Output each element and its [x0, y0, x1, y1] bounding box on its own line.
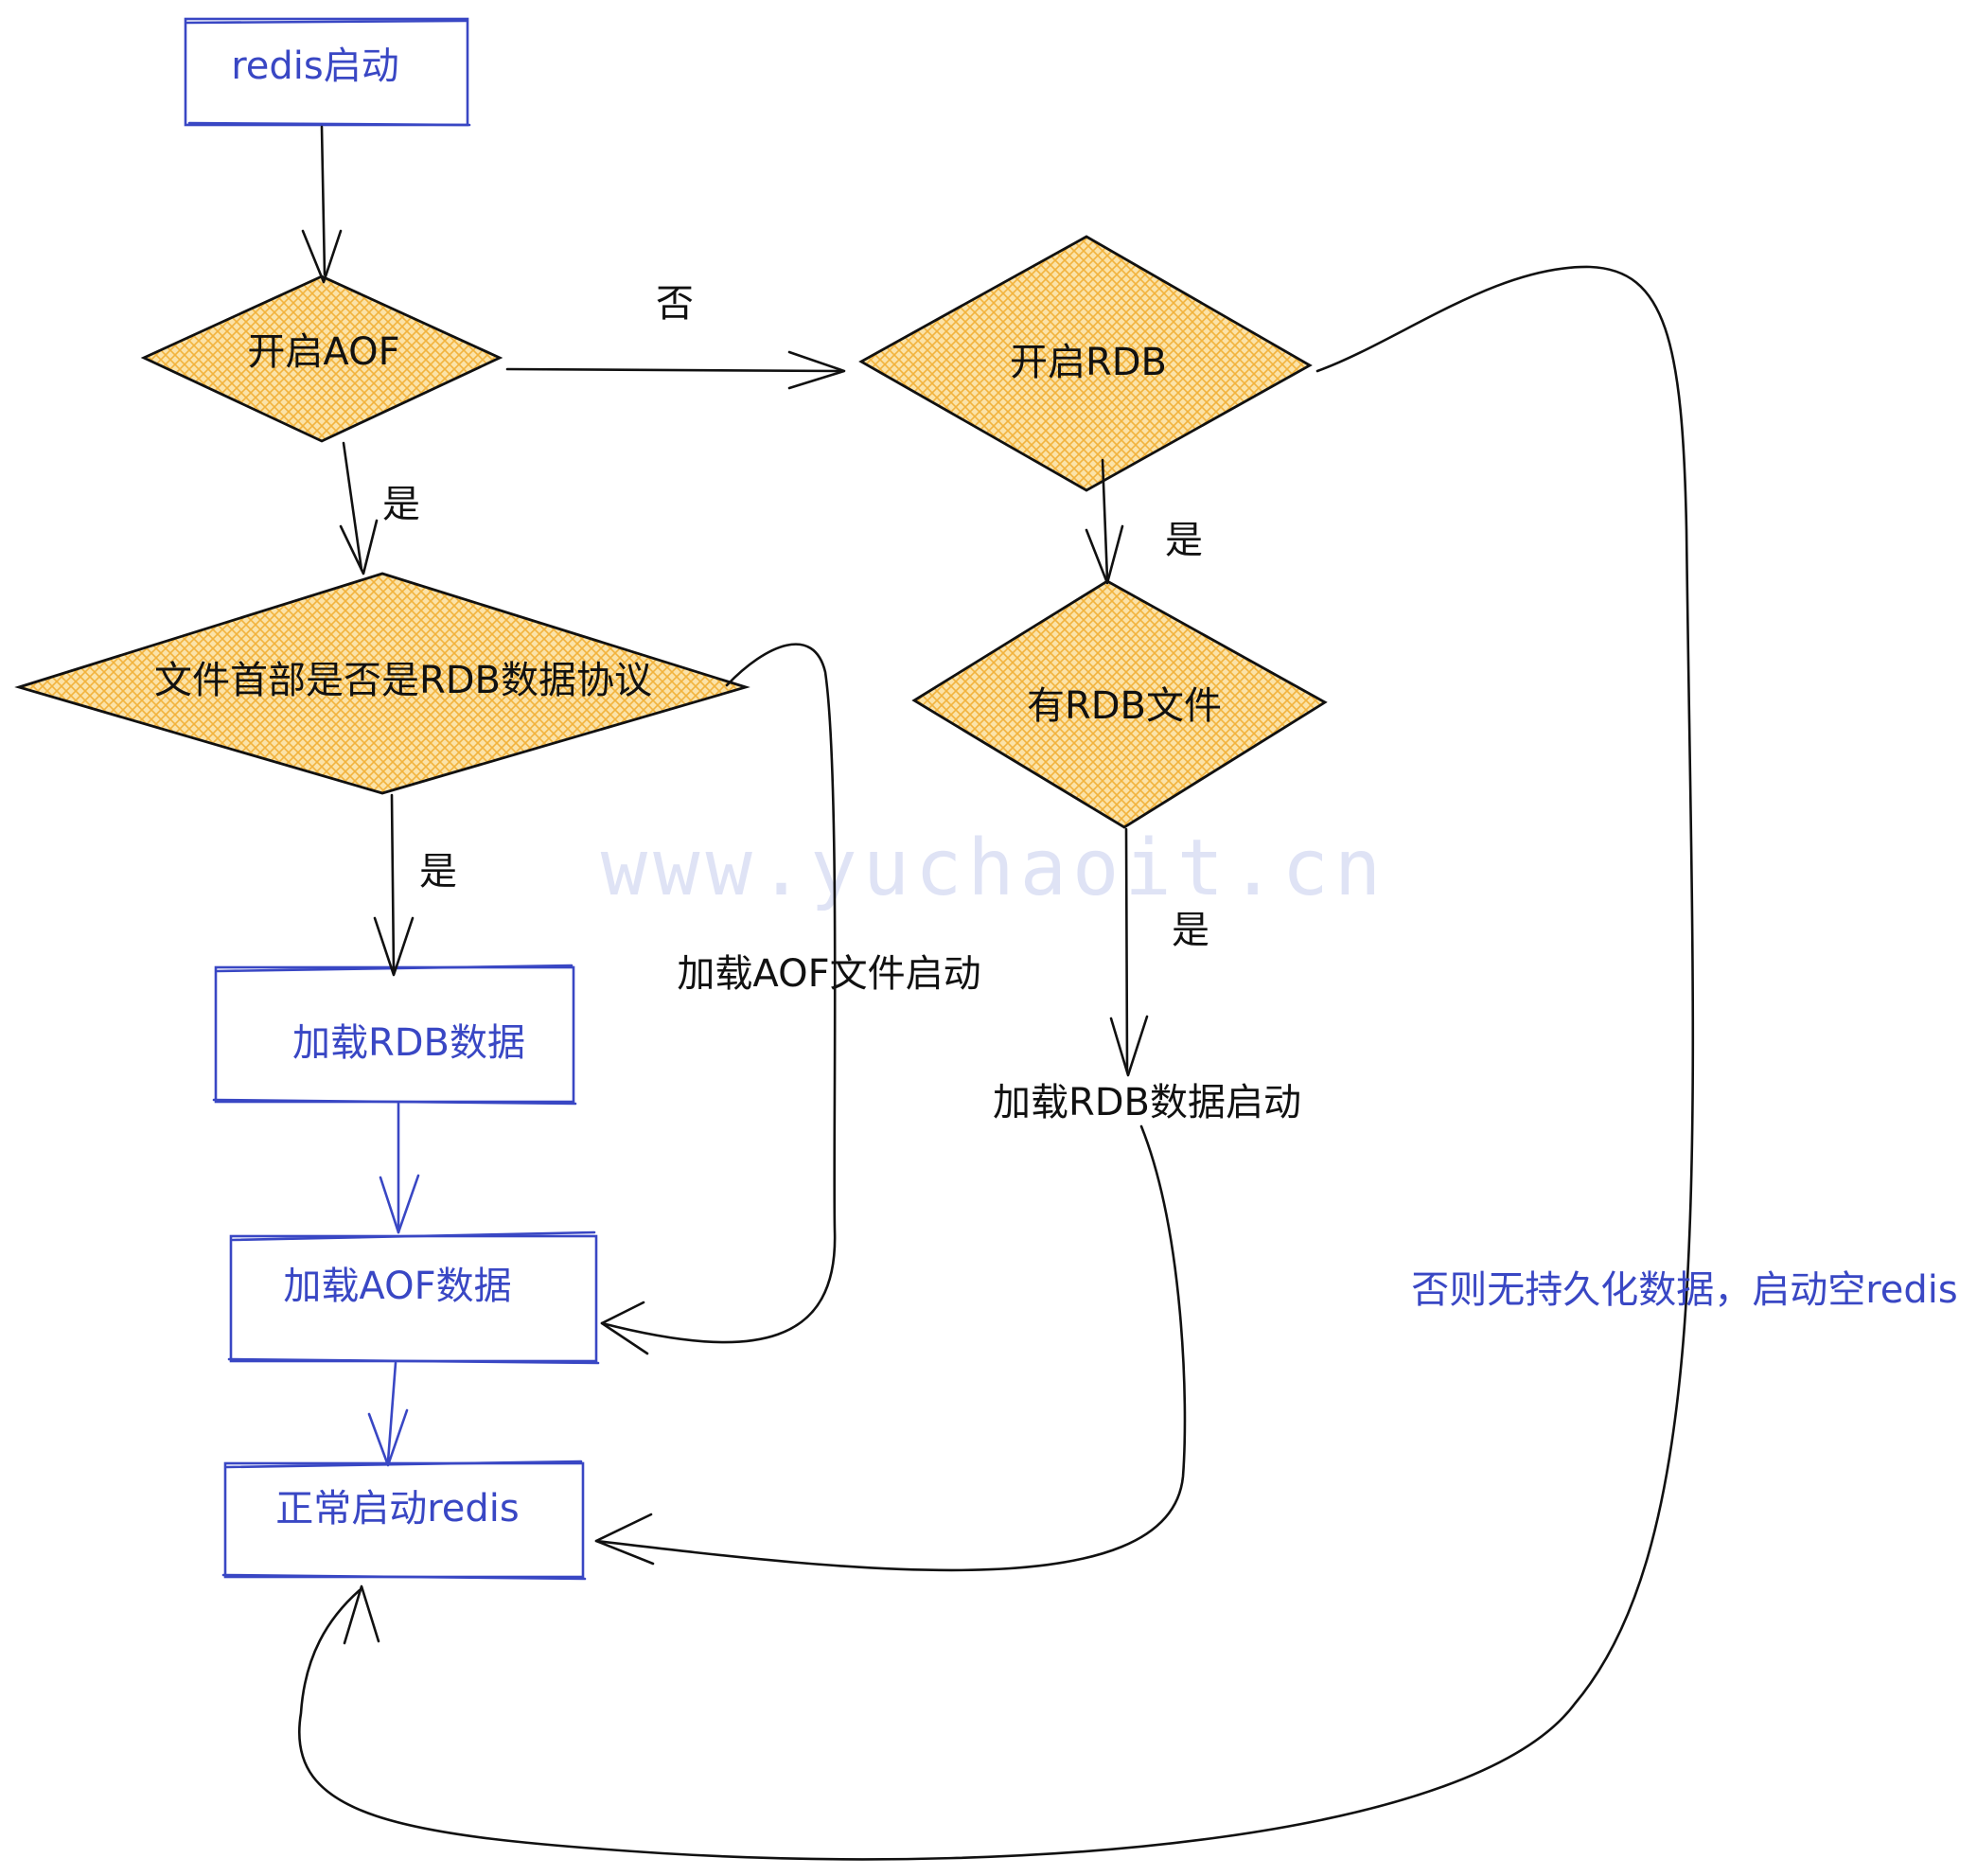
edge-rdb-to-has-rdb	[1085, 458, 1124, 585]
load-rdb-label: 加载RDB数据	[292, 1021, 525, 1065]
aof-enabled-decision: 开启AOF	[140, 274, 503, 443]
edge-start-to-aof	[301, 125, 343, 284]
edge-label-has-rdb-yes: 是	[1172, 909, 1209, 952]
edge-rdb-to-normal-no-persistence	[298, 265, 1695, 1861]
edge-label-no-persistence: 否则无持久化数据，启动空redis	[1411, 1268, 1958, 1312]
start-node-label: redis启动	[231, 44, 399, 88]
edge-label-aof-yes: 是	[382, 483, 420, 526]
edge-label-header-yes: 是	[419, 850, 457, 894]
rdb-header-decision: 文件首部是否是RDB数据协议	[14, 572, 750, 795]
edge-aof-to-header	[339, 441, 379, 575]
watermark-text: www.yuchaoit.cn	[601, 823, 1387, 913]
edge-aof-to-rdb	[505, 350, 846, 390]
aof-enabled-label: 开启AOF	[247, 330, 399, 374]
edge-header-to-load-aof	[600, 643, 837, 1355]
load-aof-label: 加载AOF数据	[283, 1265, 511, 1308]
normal-start-node: 正常启动redis	[221, 1460, 587, 1581]
edge-label-load-aof-start: 加载AOF文件启动	[677, 952, 980, 996]
rdb-enabled-label: 开启RDB	[1010, 341, 1167, 384]
load-rdb-node: 加载RDB数据	[212, 964, 577, 1106]
edge-load-aof-to-normal	[367, 1361, 409, 1467]
edge-header-to-load-rdb	[373, 793, 415, 977]
edge-label-rdb-yes: 是	[1165, 519, 1203, 562]
start-node: redis启动	[184, 17, 471, 127]
edge-load-rdb-start-to-normal	[594, 1124, 1187, 1572]
edge-load-rdb-to-load-aof	[379, 1102, 420, 1234]
normal-start-label: 正常启动redis	[275, 1487, 520, 1531]
rdb-header-label: 文件首部是否是RDB数据协议	[154, 659, 652, 702]
edge-has-rdb-to-text	[1109, 827, 1149, 1077]
has-rdb-decision: 有RDB文件	[911, 579, 1328, 829]
has-rdb-label: 有RDB文件	[1027, 684, 1222, 728]
edge-label-aof-no: 否	[656, 282, 694, 326]
edge-label-load-rdb-start: 加载RDB数据启动	[993, 1081, 1301, 1124]
load-aof-node: 加载AOF数据	[227, 1230, 600, 1365]
rdb-enabled-decision: 开启RDB	[858, 235, 1313, 492]
